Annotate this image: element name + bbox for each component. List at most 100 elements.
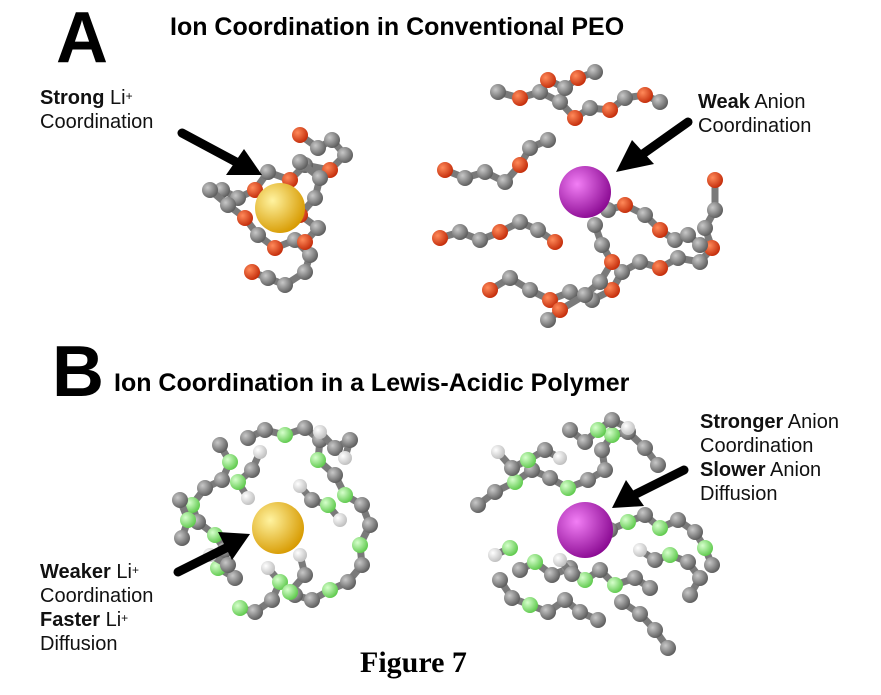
lewis-b-left-atom-c <box>240 430 256 446</box>
peo-a-left-atom-c <box>337 147 353 163</box>
peo-a-right-atom-c <box>692 237 708 253</box>
anion-word: Anion <box>754 91 806 113</box>
peo-a-right-atom-o <box>652 260 668 276</box>
peo-a-left-atom-o <box>237 210 253 226</box>
stronger-anion-label: Stronger Anion Coordination Slower Anion… <box>700 410 839 506</box>
lewis-b-right-atom-c <box>592 562 608 578</box>
peo-a-right-atom-o <box>707 172 723 188</box>
lewis-b-right-atom-b <box>522 597 538 613</box>
lewis-acid-anion-coordination-model <box>470 412 720 656</box>
lewis-b-right-atom-c <box>687 524 703 540</box>
peo-a-right-atom-c <box>477 164 493 180</box>
weaker-word: Weaker <box>40 561 111 583</box>
arrow-weaker-li <box>173 532 250 577</box>
lewis-b-left-atom-h <box>313 425 327 439</box>
lewis-b-left-atom-c <box>247 604 263 620</box>
lewis-b-right-atom-c <box>642 580 658 596</box>
peo-a-right-atom-c <box>614 264 630 280</box>
peo-a-right-atom-o <box>437 162 453 178</box>
peo-a-left-atom-o <box>297 234 313 250</box>
lewis-b-right-atom-c <box>637 440 653 456</box>
peo-a-right-atom-o <box>602 102 618 118</box>
lewis-b-right-atom-b <box>560 480 576 496</box>
lewis-b-right-atom-h <box>553 451 567 465</box>
li-charge: + <box>125 89 133 103</box>
lewis-b-left-atom-c <box>257 422 273 438</box>
weak-anion-label: Weak Anion Coordination <box>698 90 811 138</box>
lewis-b-right-atom-c <box>557 592 573 608</box>
peo-a-left-atom-c <box>312 170 328 186</box>
lewis-b-right-atom-c <box>580 472 596 488</box>
peo-a-left-atom-o <box>267 240 283 256</box>
lewis-b-left-atom-c <box>214 472 230 488</box>
lewis-b-right-atom-b <box>590 422 606 438</box>
lewis-b-left-atom-b <box>320 497 336 513</box>
peo-a-right-atom-o <box>637 87 653 103</box>
peo-li-coordination-model <box>202 127 353 293</box>
lewis-b-right-atom-c <box>614 594 630 610</box>
lewis-b-left-atom-c <box>297 567 313 583</box>
lewis-b-left-atom-c <box>327 440 343 456</box>
lewis-b-left-atom-c <box>172 492 188 508</box>
lewis-b-left-atom-h <box>338 451 352 465</box>
peo-a-right-atom-c <box>562 284 578 300</box>
lewis-b-left-atom-c <box>354 557 370 573</box>
lewis-b-right-atom-c <box>650 457 666 473</box>
panel-a-letter: A <box>56 0 108 78</box>
li-symbol: Li <box>116 561 132 583</box>
lewis-b-left-atom-b <box>272 574 288 590</box>
peo-a-left-atom-c <box>202 182 218 198</box>
lewis-b-left-atom-b <box>322 582 338 598</box>
peo-a-right-atom-o <box>552 302 568 318</box>
anion-a <box>559 166 611 218</box>
lewis-b-left-atom-b <box>230 474 246 490</box>
peo-a-left-atom-c <box>250 227 266 243</box>
li-charge: + <box>131 563 139 577</box>
peo-a-right-atom-o <box>570 70 586 86</box>
lewis-b-right-atom-h <box>553 553 567 567</box>
stronger-word: Stronger <box>700 411 784 433</box>
lewis-b-right-atom-c <box>594 442 610 458</box>
peo-a-right-atom-o <box>542 292 558 308</box>
peo-a-right-atom-c <box>540 132 556 148</box>
lewis-b-left-atom-c <box>297 420 313 436</box>
diffusion-text: Diffusion <box>40 633 118 655</box>
peo-a-right-atom-c <box>540 312 556 328</box>
peo-a-left-atom-o <box>292 127 308 143</box>
lewis-b-right-atom-h <box>491 445 505 459</box>
peo-a-right-atom-o <box>540 72 556 88</box>
weak-word: Weak <box>698 91 750 113</box>
peo-a-left-atom-o <box>247 182 263 198</box>
lewis-b-left-atom-c <box>220 557 236 573</box>
lewis-b-right-atom-c <box>670 512 686 528</box>
peo-a-right-atom-o <box>652 222 668 238</box>
lewis-b-right-atom-c <box>680 554 696 570</box>
lewis-b-left-atom-b <box>207 527 223 543</box>
peo-a-right-atom-o <box>567 110 583 126</box>
lewis-b-left-atom-b <box>282 584 298 600</box>
anion-word: Anion <box>770 459 822 481</box>
lewis-b-right-atom-c <box>562 422 578 438</box>
peo-a-right-atom-c <box>512 214 528 230</box>
peo-a-right-atom-c <box>552 94 568 110</box>
arrow-strong-li <box>177 128 262 175</box>
lewis-b-left-atom-b <box>232 600 248 616</box>
lewis-b-right-atom-c <box>590 612 606 628</box>
panel-a-title: Ion Coordination in Conventional PEO <box>170 13 625 41</box>
lithium-ion-b <box>252 502 304 554</box>
arrow-weak-anion <box>616 117 693 172</box>
peo-a-right-atom-o <box>547 234 563 250</box>
lewis-b-right-atom-c <box>704 557 720 573</box>
lewis-b-left-atom-b <box>222 454 238 470</box>
lewis-b-left-atom-c <box>264 592 280 608</box>
peo-a-left-atom-c <box>307 190 323 206</box>
lewis-b-left-atom-c <box>174 530 190 546</box>
coordination-text: Coordination <box>40 111 154 133</box>
lewis-b-right-atom-c <box>647 552 663 568</box>
lewis-b-left-atom-h <box>241 491 255 505</box>
lewis-b-right-atom-c <box>537 442 553 458</box>
lewis-b-right-atom-b <box>527 554 543 570</box>
lewis-b-right-atom-h <box>633 543 647 557</box>
peo-a-right-atom-o <box>617 197 633 213</box>
